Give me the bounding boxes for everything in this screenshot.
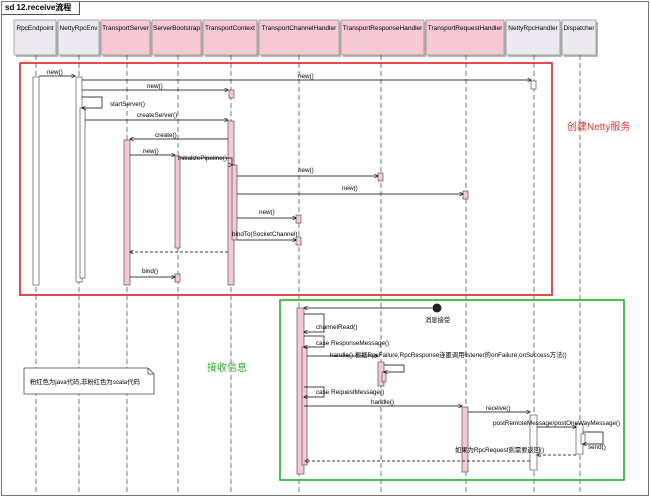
- participant-transport-server: TransportServer: [100, 19, 152, 57]
- message-receive: receive(): [468, 405, 530, 412]
- message-start-server-label: startServer(): [110, 101, 145, 108]
- activation-bar: [32, 76, 40, 286]
- participant-transport-context: TransportContext: [202, 19, 259, 57]
- netty-service-label: 创建Netty服务: [567, 120, 630, 133]
- message-handle1-label: handle() 根据RpcFailure,RpcResponse连匿调用lis…: [330, 350, 567, 359]
- message-new2-label: new(): [147, 83, 163, 90]
- message-post-remote-label: postRemoteMessage/postOneWayMessage(): [493, 420, 620, 427]
- participant-server-bootstrap: ServerBootstrap: [151, 19, 203, 57]
- participant-rpc-endpoint: RpcEndpoint: [13, 19, 58, 57]
- message-handle1: handle() 根据RpcFailure,RpcResponse连匿调用lis…: [307, 350, 567, 359]
- message-case-request: case RequestMessage(): [304, 386, 384, 397]
- message-new5: new(): [237, 167, 378, 176]
- participant-label: TransportChannelHandler: [262, 25, 337, 32]
- message-new5-label: new(): [298, 167, 314, 174]
- message-send: send(): [583, 431, 606, 451]
- participant-transport-channel-handler: TransportChannelHandler: [258, 19, 341, 57]
- message-create-server: createServer(): [85, 112, 228, 120]
- netty-service-region: [19, 62, 553, 296]
- message-initialize-pipeline-label: initializePipeline(): [178, 155, 227, 162]
- activation-bar: [530, 80, 537, 90]
- participant-netty-rpc-handler: NettyRpcHandler: [505, 19, 562, 57]
- activation-bar: [580, 433, 586, 445]
- message-create: create(): [130, 132, 228, 139]
- activation-bar: [174, 273, 181, 283]
- participant-label: TransportServer: [102, 25, 150, 32]
- message-receive-label: receive(): [486, 405, 511, 412]
- lifelines: [35, 55, 581, 493]
- activation-bar: [79, 107, 86, 279]
- participant-netty-rpc-env: NettyRpcEnv: [57, 19, 101, 57]
- participant-transport-request-handler: TransportRequestHandler: [425, 19, 506, 57]
- receive-label: 接收信息: [207, 361, 247, 374]
- message-new2: new(): [82, 83, 228, 90]
- activation-bar: [231, 164, 238, 241]
- activation-bar: [377, 172, 384, 182]
- return-message: [384, 364, 405, 372]
- message-handle2: handle(): [304, 399, 462, 406]
- message-new7-label: new(): [259, 209, 275, 216]
- activation-bar: [529, 414, 538, 471]
- message-handle2-label: handle(): [371, 399, 394, 406]
- message-new1-label: new(): [47, 69, 63, 76]
- participant-transport-response-handler: TransportResponseHandler: [340, 19, 426, 57]
- message-new3-label: new(): [298, 73, 314, 80]
- message-recv-label: 消息接受: [425, 315, 450, 324]
- message-bind-to: bindTo(SocketChannel): [232, 231, 297, 240]
- activation-bar: [295, 214, 302, 224]
- message-bind-label: bind(): [142, 268, 158, 275]
- message-new6: new(): [237, 185, 463, 194]
- messages: new() new() new() startServer() createServer…: [39, 69, 620, 461]
- message-case-response: case ResponseMessage(): [304, 335, 389, 347]
- message-start-server: startServer(): [82, 96, 145, 108]
- legend-note: [23, 367, 155, 395]
- participant-label: TransportResponseHandler: [343, 25, 423, 32]
- activation-bar: [295, 236, 302, 246]
- message-new1: new(): [39, 69, 75, 76]
- participant-label: TransportContext: [205, 25, 255, 32]
- participant-label: NettyRpcHandler: [508, 25, 558, 32]
- message-new3: new(): [82, 73, 531, 80]
- message-create-server-label: createServer(): [137, 112, 177, 119]
- message-initialize-pipeline: initializePipeline(): [178, 155, 234, 166]
- message-new6-label: new(): [342, 185, 358, 192]
- activation-bar: [228, 89, 235, 99]
- activation-bar: [123, 139, 131, 286]
- found-message-start: [432, 303, 442, 313]
- activation-bar: [461, 406, 469, 473]
- message-case-response-label: case ResponseMessage(): [316, 340, 389, 347]
- message-recv: 消息接受: [304, 308, 450, 324]
- message-bind: bind(): [130, 268, 175, 277]
- message-reply: 如果为RpcRequest则需要返回(): [305, 445, 544, 461]
- message-create-label: create(): [155, 132, 177, 139]
- receive-region: [279, 299, 625, 481]
- activation-bars: [32, 76, 586, 475]
- message-post-remote: postRemoteMessage/postOneWayMessage(): [493, 420, 620, 427]
- participant-dispatcher: Dispatcher: [561, 19, 598, 57]
- activation-bar: [462, 190, 469, 200]
- message-new4-label: new(): [143, 148, 159, 155]
- activation-bar: [381, 371, 387, 383]
- message-bind-to-label: bindTo(SocketChannel): [232, 231, 297, 238]
- message-channel-read-label: channelRead(): [316, 324, 357, 331]
- participant-label: NettyRpcEnv: [60, 25, 99, 32]
- message-channel-read: channelRead(): [304, 313, 357, 332]
- message-reply-label: 如果为RpcRequest则需要返回(): [455, 445, 544, 454]
- participant-label: Dispatcher: [563, 25, 595, 32]
- frame-title: sd 12.receive流程: [2, 1, 81, 15]
- participant-label: RpcEndpoint: [16, 25, 53, 32]
- activation-bar: [174, 155, 181, 249]
- message-new4: new(): [130, 148, 175, 155]
- participant-label: ServerBootstrap: [153, 25, 200, 32]
- legend-note-text: 粉红色为java代码,非粉红色为scala代码: [30, 377, 140, 386]
- message-new7: new(): [237, 209, 296, 218]
- message-case-request-label: case RequestMessage(): [316, 389, 384, 396]
- participant-label: TransportRequestHandler: [428, 25, 503, 32]
- message-send-label: send(): [588, 444, 606, 451]
